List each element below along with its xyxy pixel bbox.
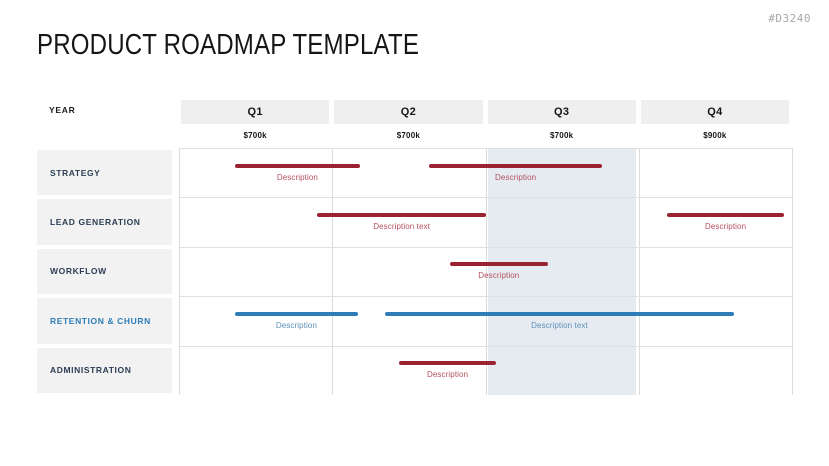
timeline-bar-caption: Description: [276, 172, 318, 182]
quarter-header-q3[interactable]: Q3: [487, 100, 636, 124]
timeline-bar-caption: Description: [275, 320, 318, 330]
highlight-band-q3: [487, 148, 636, 395]
quarter-header-label: Q4: [707, 106, 723, 118]
roadmap-row: ADMINISTRATION Description: [37, 345, 793, 395]
timeline-bar-caption: Description: [427, 370, 469, 380]
quarter-budget-q3: $700k: [488, 126, 636, 144]
roadmap-row: RETENTION & CHURN Description Description …: [37, 296, 793, 345]
quarter-header-q4[interactable]: Q4: [640, 100, 789, 124]
quarter-budget-value: $900k: [703, 130, 727, 140]
roadmap-row: LEAD GENERATION Description text Descripti…: [37, 197, 793, 246]
row-label-text: STRATEGY: [50, 167, 101, 178]
quarter-header-q2[interactable]: Q2: [334, 100, 483, 124]
timeline-bar[interactable]: [235, 163, 360, 168]
grid-line: [485, 148, 487, 395]
row-label-text: ADMINISTRATION: [50, 365, 132, 376]
timeline-bar-caption: Description text: [531, 320, 588, 330]
timeline-bar[interactable]: [667, 213, 784, 218]
quarter-budget-q4: $900k: [641, 126, 789, 144]
roadmap-row: WORKFLOW Description: [37, 246, 793, 296]
quarter-budget-q1: $700k: [181, 126, 329, 144]
timeline-bar[interactable]: [235, 311, 358, 316]
row-label-administration[interactable]: ADMINISTRATION: [37, 347, 172, 393]
timeline-bar[interactable]: [429, 163, 602, 168]
timeline-bar-caption: Description text: [373, 222, 430, 232]
roadmap-row: STRATEGY Description Description: [37, 148, 793, 197]
page-title: PRODUCT ROADMAP TEMPLATE: [37, 29, 420, 61]
row-label-strategy[interactable]: STRATEGY: [37, 150, 172, 196]
row-separator: [179, 148, 793, 149]
row-separator: [179, 296, 793, 298]
timeline-bar-caption: Description: [478, 271, 520, 281]
quarter-header-label: Q3: [553, 106, 570, 118]
grid-line: [792, 148, 793, 395]
roadmap-chart: YEAR Q1 Q2 Q3 Q4 $700k $700k $700k $900k STRAT…: [37, 100, 793, 395]
row-separator: [179, 197, 793, 199]
timeline-bar[interactable]: [399, 361, 496, 366]
row-label-lead-generation[interactable]: LEAD GENERATION: [37, 199, 172, 245]
grid-line: [638, 148, 640, 395]
timeline-bar-caption: Description: [495, 172, 537, 182]
timeline-bar[interactable]: [316, 213, 487, 218]
quarter-budget-value: $700k: [396, 130, 420, 140]
row-label-text: WORKFLOW: [50, 266, 107, 277]
timeline-bar[interactable]: [384, 311, 735, 316]
quarter-header-label: Q1: [247, 106, 263, 118]
row-separator: [179, 345, 793, 347]
document-code: #D3240: [768, 12, 811, 25]
row-label-text: RETENTION & CHURN: [50, 315, 151, 326]
row-separator: [179, 246, 793, 248]
quarter-header-label: Q2: [400, 106, 417, 118]
year-label: YEAR: [49, 105, 76, 115]
row-label-text: LEAD GENERATION: [50, 217, 141, 228]
row-label-workflow[interactable]: WORKFLOW: [37, 248, 172, 295]
quarter-budget-q2: $700k: [334, 126, 482, 144]
timeline-bar-caption: Description: [705, 222, 747, 232]
quarter-budget-value: $700k: [550, 130, 574, 140]
quarter-header-row: YEAR Q1 Q2 Q3 Q4: [37, 100, 793, 124]
timeline-bar[interactable]: [449, 262, 548, 267]
quarter-budget-value: $700k: [243, 130, 267, 140]
grid-line: [332, 148, 334, 395]
quarter-header-q1[interactable]: Q1: [181, 100, 330, 124]
grid-line: [179, 148, 180, 395]
row-label-retention-churn[interactable]: RETENTION & CHURN: [37, 298, 172, 344]
